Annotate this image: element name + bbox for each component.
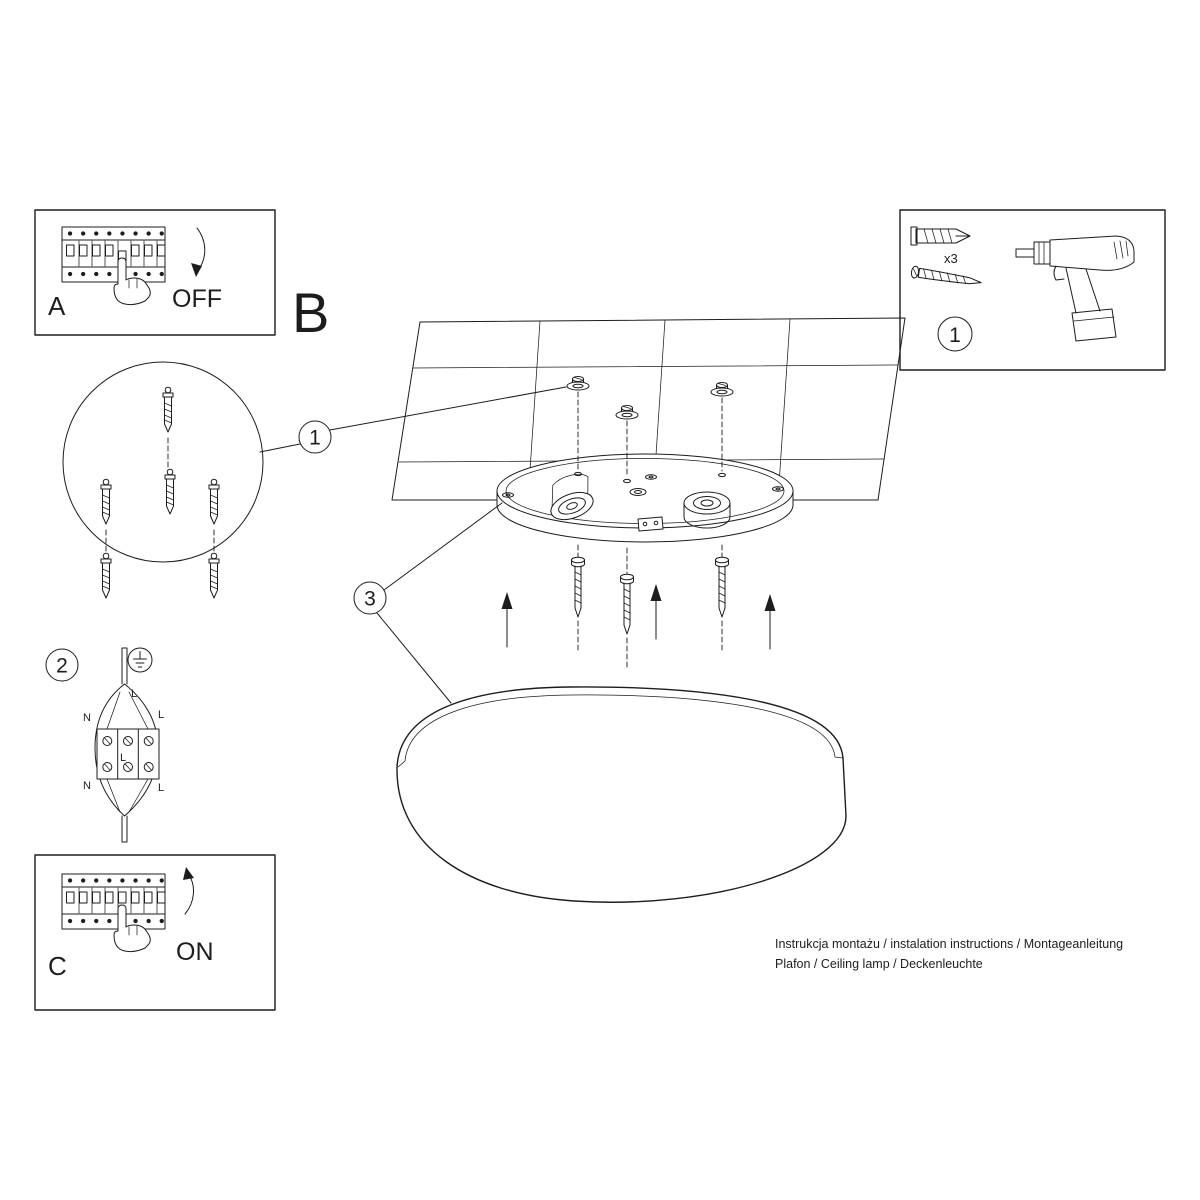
section-b-label: B [292,281,329,344]
canopy-terminal [637,516,664,532]
off-label: OFF [172,285,222,313]
step-a-label: A [48,291,66,321]
leader-line [383,502,503,591]
ground-symbol-icon [127,647,153,673]
callout-1-badge: 1 [259,386,567,454]
step-c-label: C [48,951,67,981]
wiring-label-up-left: N [83,712,91,724]
screw-icon [910,265,982,285]
on-label: ON [176,938,214,966]
wall-anchor-icon [162,386,174,433]
mounting-screw-icon [571,556,585,618]
drill-icon [1015,235,1135,342]
step-c-box: ON C [34,854,276,1011]
canopy-tab [502,474,784,498]
wiring-label-up-right: L [158,709,164,721]
up-arrow-icon [501,591,513,648]
wiring-diagram: 2 L N L L N L [45,647,164,843]
assembly-direction-arrows [501,583,776,650]
switched-on-lever [118,891,127,904]
canopy-drawing [496,453,794,543]
tools-callout-number: 1 [949,324,961,347]
up-arrow-icon [764,593,776,650]
callout-2-number: 2 [56,655,68,678]
wiring-label-low-left: N [83,780,91,792]
anchor-count-label: x3 [944,251,958,266]
wall-anchor-icon [100,552,112,599]
ceiling-screw-icon [566,376,590,391]
ceiling-screw-icon [710,382,734,397]
anchor-detail-circle [62,361,264,599]
shade-drawing [396,686,847,903]
hand-icon [113,257,151,306]
terminal-block-drawing [96,728,160,780]
arrow-down-icon [191,227,206,277]
mounting-screws [571,544,729,669]
wiring-label-top: L [131,688,137,700]
callout-1-number: 1 [309,427,321,450]
breaker-panel-on-drawing [61,873,166,930]
ceiling-fixing-screws [566,376,734,478]
footer-line-1: Instrukcja montażu / instalation instruc… [775,937,1123,951]
up-arrow-icon [650,583,662,640]
callout-3-badge: 3 [353,502,503,704]
wiring-label-mid: L [120,752,126,764]
lamp-socket-right [683,491,731,529]
step-a-box: OFF A [34,209,276,336]
arrow-up-icon [183,867,194,915]
hand-icon [113,904,151,953]
wiring-label-low-right: L [158,782,164,794]
leader-line [259,443,301,453]
wall-anchor-icon [208,552,220,599]
footer-line-2: Plafon / Ceiling lamp / Deckenleuchte [775,957,983,971]
wall-anchor-icon [164,468,176,515]
ceiling-screw-icon [615,405,639,420]
leader-line [376,612,452,704]
breaker-panel-off-drawing [61,226,166,283]
mounting-screw-icon [715,556,729,618]
wall-plug-icon [910,226,971,246]
wall-anchor-icon [100,478,112,525]
callout-3-number: 3 [364,588,376,611]
tools-box: x3 1 [899,209,1166,371]
lamp-socket-left [550,474,594,521]
mounting-screw-icon [620,573,634,635]
leader-line [329,386,567,431]
wall-anchor-icon [208,478,220,525]
